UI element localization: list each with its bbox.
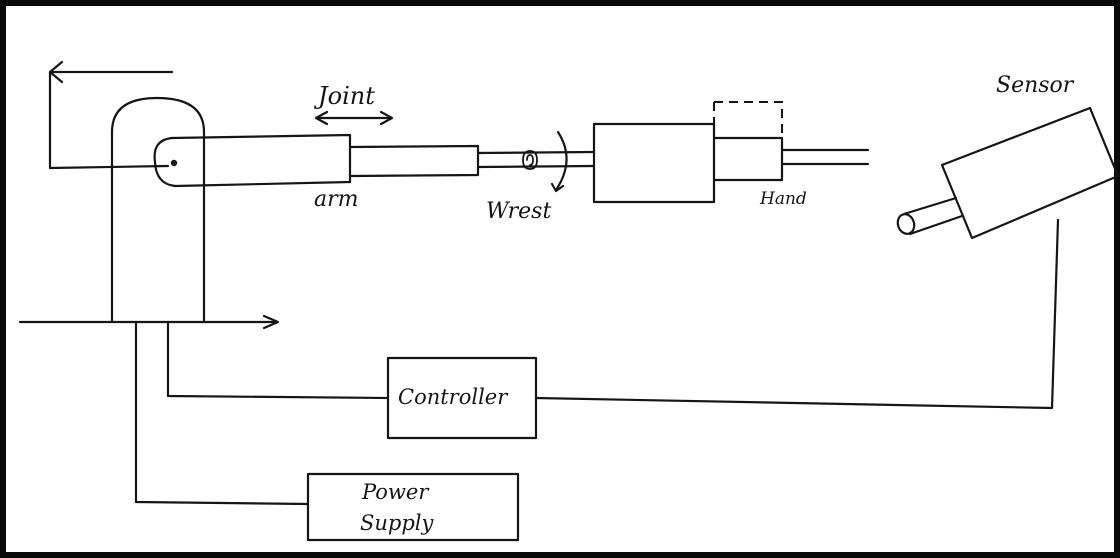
wrist-box [592,122,716,204]
sensor-device [896,106,1120,240]
robot-body [110,96,206,324]
wrist-label: Wrest [486,199,551,224]
power-supply-box [306,472,520,542]
base-rotation-arrow [48,60,174,170]
sensor-label: Sensor [996,73,1075,98]
joint-label: Joint [313,82,375,110]
joint-motion-arrow [314,110,394,126]
arm-segment-2 [348,144,480,178]
sensor-wire [534,218,1060,410]
power-supply-label-line2: Supply [360,511,435,535]
hand-gripper [712,101,870,182]
power-wire [134,320,310,506]
controller-wire [166,320,390,400]
wrist-rotation-icon [522,130,568,193]
controller-label: Controller [398,385,509,409]
floor-line [18,314,280,330]
hand-label: Hand [759,189,807,209]
arm-segment-1 [170,133,352,188]
shoulder-joint [153,136,178,188]
arm-label: arm [314,187,359,212]
power-supply-label-line1: Power [361,480,430,504]
